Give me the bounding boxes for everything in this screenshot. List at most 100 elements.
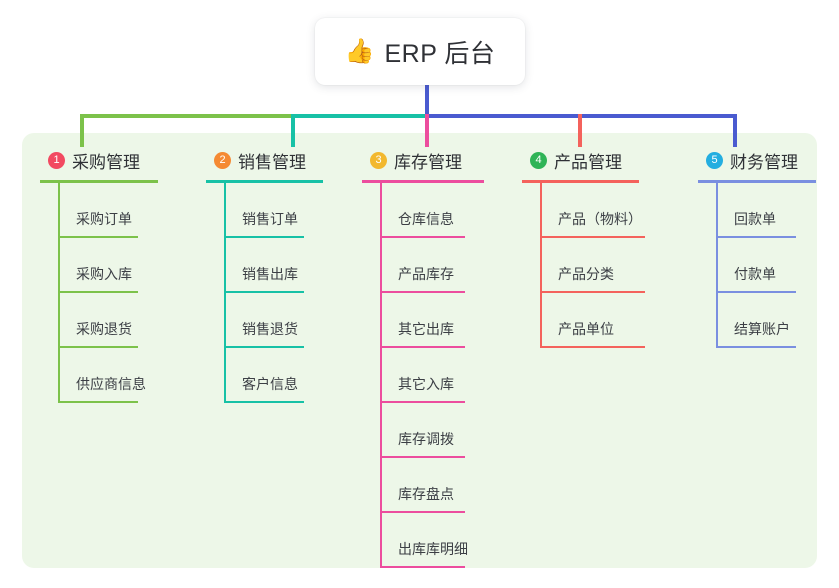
- columns-panel: [22, 133, 817, 568]
- menu-item-label: 产品单位: [558, 321, 614, 337]
- column-trunk-connector: [58, 183, 60, 403]
- drop-connector-2: [291, 114, 295, 147]
- menu-item[interactable]: 客户信息: [206, 348, 323, 403]
- column-badge-icon: 3: [370, 151, 387, 169]
- menu-item-rule: [224, 401, 304, 403]
- column-items: 仓库信息产品库存其它出库其它入库库存调拨库存盘点出库库明细: [362, 183, 484, 568]
- menu-item[interactable]: 库存调拨: [362, 403, 484, 458]
- column-badge-icon: 1: [48, 151, 65, 169]
- menu-item-label: 库存盘点: [398, 486, 454, 502]
- menu-item-label: 销售出库: [242, 266, 298, 282]
- menu-item-rule: [540, 236, 645, 238]
- menu-item-label: 产品（物料）: [558, 211, 642, 227]
- column-header-3[interactable]: 3 库存管理: [352, 147, 484, 173]
- column-badge-icon: 4: [530, 151, 547, 169]
- menu-item-label: 回款单: [734, 211, 776, 227]
- column-items: 销售订单销售出库销售退货客户信息: [206, 183, 323, 403]
- menu-item-label: 销售退货: [242, 321, 298, 337]
- column-trunk-connector: [540, 183, 542, 348]
- column-header-rule: [362, 180, 484, 183]
- column-title: 产品管理: [554, 152, 622, 172]
- column-trunk-connector: [224, 183, 226, 403]
- menu-item-rule: [380, 456, 465, 458]
- column-title: 库存管理: [394, 152, 462, 172]
- menu-item[interactable]: 采购入库: [40, 238, 158, 293]
- menu-item-rule: [224, 346, 304, 348]
- column-1: 1 采购管理采购订单采购入库采购退货供应商信息: [30, 147, 158, 403]
- bar-segment-middle: [291, 114, 427, 118]
- root-node[interactable]: 👍 ERP 后台: [315, 18, 525, 85]
- menu-item-label: 出库库明细: [398, 541, 468, 557]
- column-header-1[interactable]: 1 采购管理: [30, 147, 158, 173]
- menu-item[interactable]: 库存盘点: [362, 458, 484, 513]
- menu-item-label: 仓库信息: [398, 211, 454, 227]
- column-header-4[interactable]: 4 产品管理: [512, 147, 639, 173]
- menu-item[interactable]: 仓库信息: [362, 183, 484, 238]
- menu-item[interactable]: 回款单: [698, 183, 816, 238]
- menu-item-label: 采购入库: [76, 266, 132, 282]
- menu-item-rule: [716, 236, 796, 238]
- menu-item-rule: [540, 346, 645, 348]
- menu-item[interactable]: 销售出库: [206, 238, 323, 293]
- menu-item[interactable]: 产品（物料）: [522, 183, 645, 238]
- menu-item[interactable]: 出库库明细: [362, 513, 484, 568]
- column-items: 采购订单采购入库采购退货供应商信息: [40, 183, 158, 403]
- menu-item-rule: [380, 511, 465, 513]
- bar-segment-left: [80, 114, 293, 118]
- menu-item[interactable]: 采购退货: [40, 293, 158, 348]
- menu-item-rule: [224, 291, 304, 293]
- column-header-rule: [206, 180, 323, 183]
- menu-item-rule: [58, 346, 138, 348]
- menu-item-rule: [716, 291, 796, 293]
- column-header-5[interactable]: 5 财务管理: [688, 147, 816, 173]
- column-title: 财务管理: [730, 152, 798, 172]
- menu-item[interactable]: 产品库存: [362, 238, 484, 293]
- column-header-rule: [40, 180, 158, 183]
- menu-item-label: 客户信息: [242, 376, 298, 392]
- menu-item[interactable]: 销售订单: [206, 183, 323, 238]
- menu-item-label: 结算账户: [734, 321, 790, 337]
- menu-item-rule: [58, 236, 138, 238]
- column-4: 4 产品管理产品（物料） 产品分类产品单位: [512, 147, 645, 348]
- menu-item[interactable]: 产品分类: [522, 238, 645, 293]
- column-3: 3 库存管理仓库信息产品库存其它出库其它入库库存调拨库存盘点出库库明细: [352, 147, 484, 568]
- root-node-title: ERP 后台: [384, 39, 496, 68]
- menu-item-rule: [380, 236, 465, 238]
- menu-item[interactable]: 结算账户: [698, 293, 816, 348]
- column-header-rule: [522, 180, 639, 183]
- root-stem-connector: [425, 85, 429, 115]
- menu-item-rule: [380, 346, 465, 348]
- menu-item[interactable]: 销售退货: [206, 293, 323, 348]
- drop-connector-1: [80, 114, 84, 147]
- column-title: 销售管理: [238, 152, 306, 172]
- thumbs-up-icon: 👍: [344, 37, 375, 65]
- drop-connector-5: [733, 114, 737, 147]
- menu-item[interactable]: 产品单位: [522, 293, 645, 348]
- menu-item-rule: [716, 346, 796, 348]
- menu-item-rule: [380, 291, 465, 293]
- menu-item[interactable]: 供应商信息: [40, 348, 158, 403]
- column-trunk-connector: [380, 183, 382, 568]
- column-title: 采购管理: [72, 152, 140, 172]
- menu-item-label: 供应商信息: [76, 376, 146, 392]
- column-badge-icon: 5: [706, 151, 723, 169]
- column-trunk-connector: [716, 183, 718, 348]
- menu-item[interactable]: 其它出库: [362, 293, 484, 348]
- menu-item-label: 其它出库: [398, 321, 454, 337]
- menu-item-rule: [58, 291, 138, 293]
- menu-item[interactable]: 采购订单: [40, 183, 158, 238]
- menu-item-label: 采购退货: [76, 321, 132, 337]
- menu-item-label: 其它入库: [398, 376, 454, 392]
- menu-item-rule: [58, 401, 138, 403]
- column-5: 5 财务管理回款单付款单结算账户: [688, 147, 816, 348]
- menu-item[interactable]: 付款单: [698, 238, 816, 293]
- menu-item[interactable]: 其它入库: [362, 348, 484, 403]
- drop-connector-3: [425, 114, 429, 147]
- column-header-rule: [698, 180, 816, 183]
- menu-item-label: 产品分类: [558, 266, 614, 282]
- menu-item-rule: [224, 236, 304, 238]
- menu-item-label: 销售订单: [242, 211, 298, 227]
